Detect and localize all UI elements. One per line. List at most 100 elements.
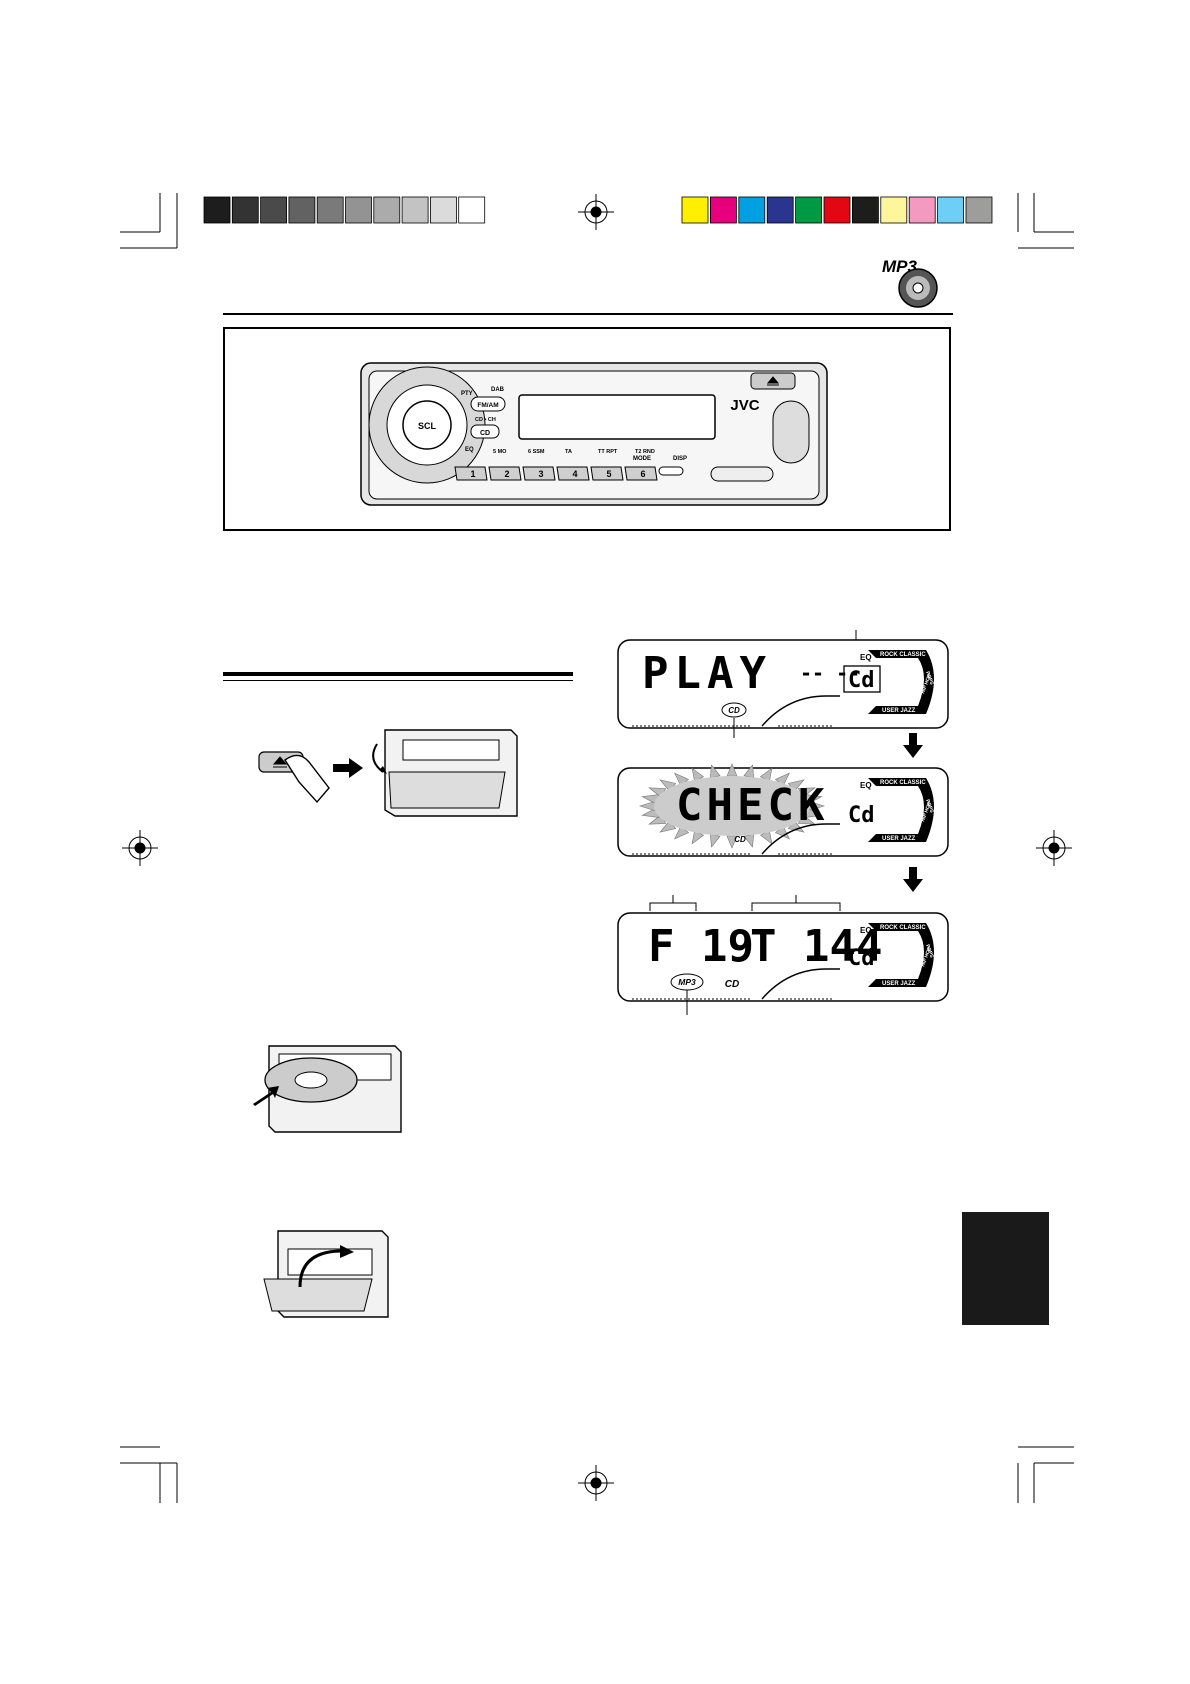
lcd-main-text: CHECK bbox=[676, 780, 828, 831]
gray-swatch bbox=[401, 196, 429, 224]
preset-button-1[interactable]: 1 bbox=[454, 466, 488, 481]
gray-swatch bbox=[260, 196, 288, 224]
gray-swatch bbox=[345, 196, 372, 224]
preset-button-4[interactable]: 4 bbox=[556, 466, 590, 481]
eq-user-jazz: USER JAZZ bbox=[882, 708, 916, 714]
insert-disc-illustration bbox=[253, 1045, 402, 1133]
source-logos bbox=[710, 466, 774, 482]
eq-user-jazz: USER JAZZ bbox=[882, 836, 916, 842]
gray-swatch bbox=[373, 196, 401, 224]
scl-button[interactable]: SCL bbox=[418, 421, 437, 431]
preset-button-6[interactable]: 6 bbox=[624, 466, 658, 481]
cd-indicator: CD bbox=[734, 835, 746, 844]
gray-swatch bbox=[288, 196, 316, 224]
track-select-control[interactable] bbox=[772, 400, 810, 464]
preset-button-2[interactable]: 2 bbox=[488, 466, 522, 481]
display-window bbox=[518, 394, 716, 440]
mode-label: MODE bbox=[633, 456, 651, 462]
gray-swatch bbox=[231, 196, 259, 224]
arrow-right-icon bbox=[333, 758, 363, 778]
faceplate-frame bbox=[223, 327, 951, 531]
section-heading-rule-thin bbox=[223, 680, 573, 681]
open-panel-illustration bbox=[258, 729, 518, 817]
eject-button[interactable] bbox=[750, 372, 796, 390]
car-stereo-faceplate: SCL PTY DAB FM/AM CD • CH CD EQ JVC MODE… bbox=[360, 362, 828, 506]
color-swatch bbox=[795, 196, 822, 224]
lcd-main-text: PLAY bbox=[642, 648, 772, 699]
color-swatch bbox=[880, 196, 908, 224]
eq-pops: POPS bbox=[924, 944, 935, 960]
eq-panel bbox=[868, 923, 934, 987]
eq-rock-classic: ROCK CLASSIC bbox=[880, 652, 926, 658]
lcd-track-number: T 144 bbox=[750, 921, 882, 972]
volume-knob[interactable] bbox=[368, 366, 486, 484]
color-swatch bbox=[937, 196, 964, 224]
color-swatch bbox=[766, 196, 794, 224]
svg-text:5: 5 bbox=[606, 469, 611, 479]
preset-button-3[interactable]: 3 bbox=[522, 466, 556, 481]
svg-text:6: 6 bbox=[640, 469, 645, 479]
mp3-indicator: MP3 bbox=[678, 977, 696, 987]
close-panel-illustration bbox=[263, 1230, 389, 1318]
close-arrow-icon bbox=[298, 1249, 343, 1288]
svg-text:3: 3 bbox=[538, 469, 543, 479]
eq-pops: POPS bbox=[924, 799, 935, 815]
preset-label: T2 RND bbox=[635, 449, 655, 455]
eq-label: EQ bbox=[860, 781, 872, 790]
eq-panel bbox=[868, 778, 934, 842]
eq-label: EQ bbox=[465, 447, 474, 453]
eq-pops: POPS bbox=[924, 671, 935, 687]
disp-button[interactable] bbox=[658, 466, 684, 476]
eq-rock-classic: ROCK CLASSIC bbox=[880, 780, 926, 786]
brand-logo: JVC bbox=[730, 397, 759, 414]
arrow-down-icon bbox=[903, 867, 923, 892]
language-tab bbox=[962, 1212, 1049, 1325]
eq-label: EQ bbox=[860, 926, 872, 935]
eq-user-jazz: USER JAZZ bbox=[882, 981, 916, 987]
header-rule bbox=[223, 313, 953, 315]
lcd-source: Cd bbox=[848, 668, 875, 693]
blink-indicator-icon bbox=[638, 763, 826, 849]
gray-swatch bbox=[429, 196, 457, 224]
dab-label: DAB bbox=[491, 387, 505, 393]
preset-label: TA bbox=[565, 449, 572, 455]
cd-indicator: CD bbox=[725, 979, 739, 990]
arrow-down-icon bbox=[903, 733, 923, 758]
gray-swatch bbox=[203, 196, 231, 224]
cd-ch-label: CD • CH bbox=[475, 417, 496, 423]
disp-label: DISP bbox=[673, 456, 687, 462]
preset-label: TT RPT bbox=[598, 449, 618, 455]
gray-swatch-bar bbox=[203, 196, 486, 224]
preset-label: 6 SSM bbox=[528, 449, 545, 455]
lcd-folder-number: F 19 bbox=[648, 921, 754, 972]
svg-text:4: 4 bbox=[572, 469, 577, 479]
cd-button[interactable]: CD bbox=[470, 424, 500, 439]
section-heading-rule bbox=[223, 672, 573, 676]
gray-swatch bbox=[316, 196, 344, 224]
cd-indicator: CD bbox=[728, 706, 740, 715]
color-swatch bbox=[908, 196, 936, 224]
color-swatch bbox=[852, 196, 879, 224]
lcd-source: Cd bbox=[848, 946, 875, 971]
fm-am-button[interactable]: FM/AM bbox=[470, 396, 506, 412]
registration-mark-icon bbox=[122, 194, 1072, 1501]
color-swatch bbox=[681, 196, 709, 224]
preset-label: 5 MO bbox=[493, 449, 507, 455]
lcd-dashes: -- -- bbox=[800, 661, 860, 685]
svg-text:2: 2 bbox=[504, 469, 509, 479]
finger-icon bbox=[284, 754, 330, 804]
eq-panel bbox=[868, 650, 934, 714]
eq-label: EQ bbox=[860, 653, 872, 662]
eq-rock-classic: ROCK CLASSIC bbox=[880, 925, 926, 931]
color-swatch-bar bbox=[681, 196, 993, 224]
mp3-cd-logo-icon: MP3 bbox=[882, 257, 938, 308]
arrow-insert-icon bbox=[253, 1086, 279, 1106]
color-swatch bbox=[710, 196, 737, 224]
crop-marks bbox=[120, 193, 1074, 1503]
svg-text:CD: CD bbox=[480, 430, 490, 437]
lcd-source: Cd bbox=[848, 803, 875, 828]
preset-button-5[interactable]: 5 bbox=[590, 466, 624, 481]
